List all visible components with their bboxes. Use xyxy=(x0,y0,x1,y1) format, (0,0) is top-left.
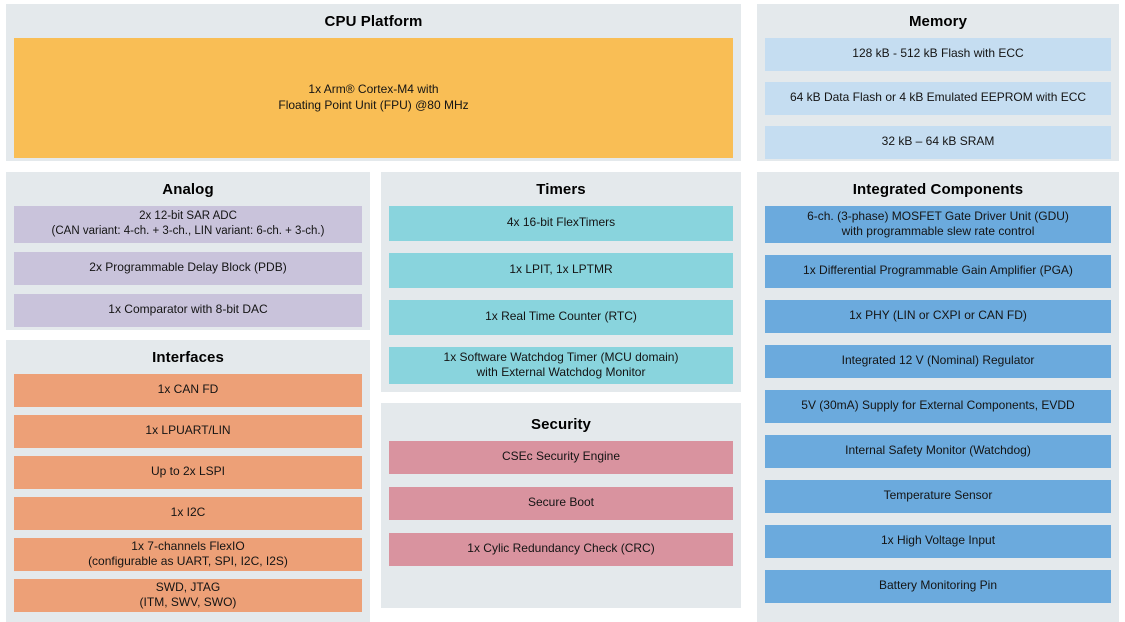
diagram-block: 1x Arm® Cortex-M4 with Floating Point Un… xyxy=(14,37,733,158)
cpu-block-list: 1x Arm® Cortex-M4 with Floating Point Un… xyxy=(6,37,741,158)
diagram-block: Temperature Sensor xyxy=(765,479,1111,513)
panel-title-security: Security xyxy=(531,416,591,433)
diagram-block: Internal Safety Monitor (Watchdog) xyxy=(765,434,1111,468)
diagram-block: CSEc Security Engine xyxy=(389,440,733,474)
diagram-block: Battery Monitoring Pin xyxy=(765,569,1111,603)
diagram-block: 2x 12-bit SAR ADC (CAN variant: 4-ch. + … xyxy=(14,205,362,243)
diagram-block: Secure Boot xyxy=(389,486,733,520)
integrated-block-list: 6-ch. (3-phase) MOSFET Gate Driver Unit … xyxy=(757,205,1119,603)
panel-title-memory: Memory xyxy=(908,13,968,30)
diagram-block: 1x Differential Programmable Gain Amplif… xyxy=(765,254,1111,288)
diagram-block: 1x Comparator with 8-bit DAC xyxy=(14,293,362,327)
diagram-block: 1x PHY (LIN or CXPI or CAN FD) xyxy=(765,299,1111,333)
panel-title-analog: Analog xyxy=(162,181,214,198)
panel-integrated-components: Integrated Components 6-ch. (3-phase) MO… xyxy=(757,172,1119,622)
diagram-block: 4x 16-bit FlexTimers xyxy=(389,205,733,241)
diagram-block: 1x Software Watchdog Timer (MCU domain) … xyxy=(389,346,733,384)
diagram-block: 6-ch. (3-phase) MOSFET Gate Driver Unit … xyxy=(765,205,1111,243)
diagram-block: 2x Programmable Delay Block (PDB) xyxy=(14,251,362,285)
diagram-block: 1x I2C xyxy=(14,496,362,530)
analog-block-list: 2x 12-bit SAR ADC (CAN variant: 4-ch. + … xyxy=(6,205,370,327)
panel-timers: Timers 4x 16-bit FlexTimers 1x LPIT, 1x L… xyxy=(381,172,741,392)
diagram-block: 128 kB - 512 kB Flash with ECC xyxy=(765,37,1111,71)
diagram-block: 1x CAN FD xyxy=(14,373,362,407)
diagram-block: 5V (30mA) Supply for External Components… xyxy=(765,389,1111,423)
memory-block-list: 128 kB - 512 kB Flash with ECC 64 kB Data… xyxy=(757,37,1119,159)
panel-cpu-platform: CPU Platform 1x Arm® Cortex-M4 with Floa… xyxy=(6,4,741,161)
diagram-block: Integrated 12 V (Nominal) Regulator xyxy=(765,344,1111,378)
diagram-block: 1x High Voltage Input xyxy=(765,524,1111,558)
diagram-block: 1x LPUART/LIN xyxy=(14,414,362,448)
panel-interfaces: Interfaces 1x CAN FD 1x LPUART/LIN Up to 2… xyxy=(6,340,370,622)
panel-memory: Memory 128 kB - 512 kB Flash with ECC 64 … xyxy=(757,4,1119,161)
diagram-block: 1x Cylic Redundancy Check (CRC) xyxy=(389,532,733,566)
panel-title-integrated-components: Integrated Components xyxy=(852,181,1024,198)
diagram-block: 64 kB Data Flash or 4 kB Emulated EEPROM… xyxy=(765,81,1111,115)
diagram-block: 1x LPIT, 1x LPTMR xyxy=(389,252,733,288)
panel-title-timers: Timers xyxy=(536,181,586,198)
diagram-block: 32 kB – 64 kB SRAM xyxy=(765,125,1111,159)
interfaces-block-list: 1x CAN FD 1x LPUART/LIN Up to 2x LSPI 1x I2… xyxy=(6,373,370,612)
diagram-block: SWD, JTAG (ITM, SWV, SWO) xyxy=(14,578,362,612)
panel-title-cpu-platform: CPU Platform xyxy=(324,13,423,30)
panel-title-interfaces: Interfaces xyxy=(152,349,224,366)
diagram-block: 1x 7-channels FlexIO (configurable as UA… xyxy=(14,537,362,571)
panel-analog: Analog 2x 12-bit SAR ADC (CAN variant: 4… xyxy=(6,172,370,330)
timers-block-list: 4x 16-bit FlexTimers 1x LPIT, 1x LPTMR 1x … xyxy=(381,205,741,384)
diagram-block: 1x Real Time Counter (RTC) xyxy=(389,299,733,335)
diagram-block: Up to 2x LSPI xyxy=(14,455,362,489)
